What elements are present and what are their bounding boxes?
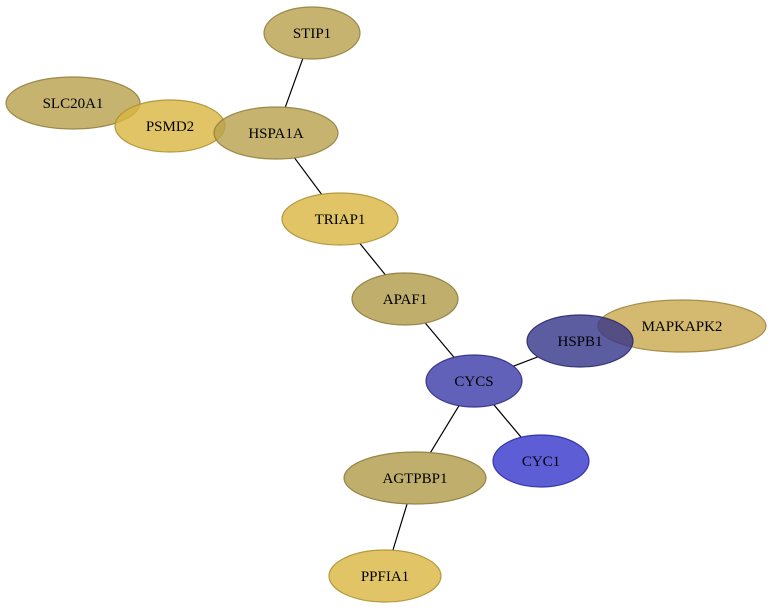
node-ellipse-hspa1a[interactable]: [213, 106, 339, 160]
node-ellipse-cycs[interactable]: [425, 354, 523, 408]
node-triap1[interactable]: TRIAP1: [281, 192, 399, 246]
node-ellipse-stip1[interactable]: [263, 6, 361, 60]
node-hspa1a[interactable]: HSPA1A: [213, 106, 339, 160]
node-cycs[interactable]: CYCS: [425, 354, 523, 408]
node-label-cyc1: CYC1: [522, 454, 560, 470]
node-ellipse-ppfia1[interactable]: [328, 549, 442, 603]
node-label-mapkapk2: MAPKAPK2: [642, 319, 723, 335]
node-mapkapk2[interactable]: MAPKAPK2: [597, 299, 767, 353]
node-agtpbp1[interactable]: AGTPBP1: [343, 451, 487, 505]
edge-apaf1-cycs: [424, 322, 455, 358]
edge-cycs-hspb1: [513, 356, 539, 367]
node-ellipse-agtpbp1[interactable]: [343, 451, 487, 505]
node-label-triap1: TRIAP1: [315, 212, 366, 228]
node-slc20a1[interactable]: SLC20A1: [5, 76, 141, 130]
node-ellipse-hspb1[interactable]: [526, 314, 634, 368]
node-label-agtpbp1: AGTPBP1: [382, 471, 447, 487]
node-ellipse-cyc1[interactable]: [492, 434, 590, 488]
edge-agtpbp1-ppfia1: [392, 503, 408, 551]
edges-layer: [284, 58, 539, 551]
edge-cycs-agtpbp1: [429, 405, 460, 453]
node-label-cycs: CYCS: [454, 374, 493, 390]
node-ppfia1[interactable]: PPFIA1: [328, 549, 442, 603]
node-stip1[interactable]: STIP1: [263, 6, 361, 60]
edge-stip1-hspa1a: [284, 58, 304, 108]
node-cyc1[interactable]: CYC1: [492, 434, 590, 488]
node-ellipse-apaf1[interactable]: [351, 272, 459, 326]
node-label-hspa1a: HSPA1A: [248, 126, 303, 142]
node-label-apaf1: APAF1: [383, 292, 427, 308]
edge-hspa1a-triap1: [293, 157, 323, 195]
node-ellipse-slc20a1[interactable]: [5, 76, 141, 130]
node-label-ppfia1: PPFIA1: [361, 569, 409, 585]
node-label-slc20a1: SLC20A1: [43, 96, 104, 112]
node-apaf1[interactable]: APAF1: [351, 272, 459, 326]
node-label-stip1: STIP1: [293, 26, 331, 42]
node-ellipse-triap1[interactable]: [281, 192, 399, 246]
node-hspb1[interactable]: HSPB1: [526, 314, 634, 368]
node-label-hspb1: HSPB1: [557, 334, 602, 350]
node-label-psmd2: PSMD2: [146, 119, 194, 135]
edge-triap1-apaf1: [359, 243, 386, 276]
edge-cycs-cyc1: [493, 404, 522, 438]
node-psmd2[interactable]: PSMD2: [114, 99, 226, 153]
